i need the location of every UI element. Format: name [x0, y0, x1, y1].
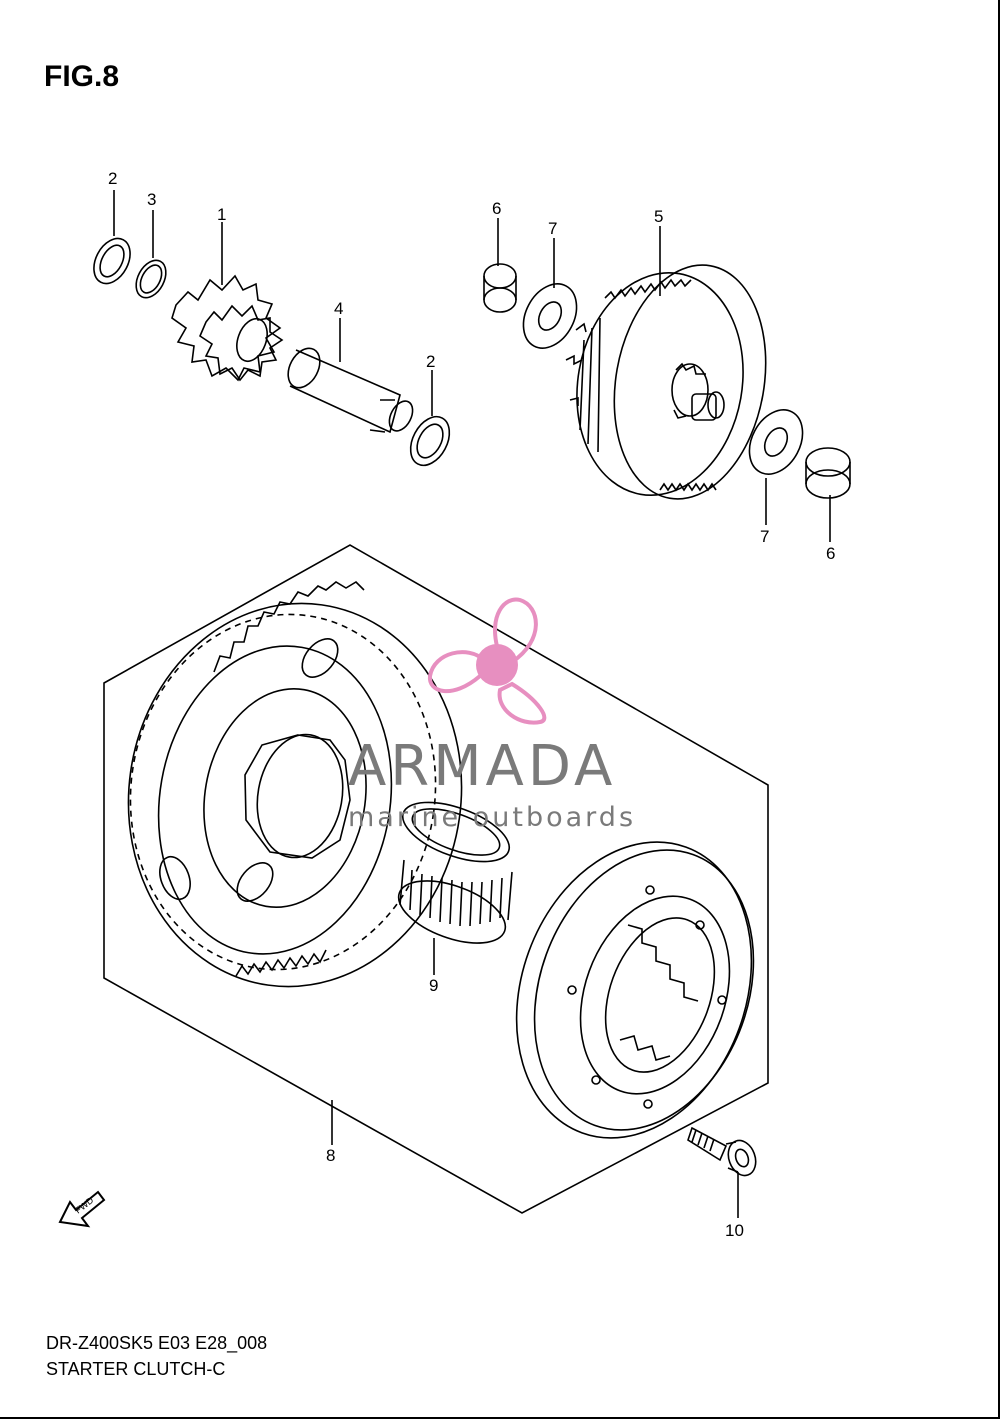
callout-6: 6	[492, 199, 501, 218]
part-6-bushing	[805, 447, 851, 499]
callout-7: 7	[760, 527, 769, 546]
callout-2: 2	[426, 352, 435, 371]
callout-10: 10	[725, 1221, 744, 1240]
callout-5: 5	[654, 207, 663, 226]
part-5-starter-gear	[565, 264, 767, 500]
part-2-washer	[93, 237, 131, 285]
fwd-arrow: FWD	[58, 1190, 106, 1228]
part-7-thrust-washer	[522, 283, 578, 349]
diagram-code: DR-Z400SK5 E03 E28_008	[46, 1333, 268, 1353]
part-8-one-way-clutch	[515, 841, 755, 1139]
watermark-brand: ARMADA	[348, 734, 616, 799]
part-10-bolt	[687, 1126, 757, 1177]
callout-9: 9	[429, 976, 438, 995]
watermark-tagline: marine outboards	[348, 802, 636, 833]
diagram-name: STARTER CLUTCH-C	[46, 1359, 226, 1379]
callout-1: 1	[217, 205, 226, 224]
armada-logo-watermark: ARMADA marine outboards	[348, 597, 636, 833]
part-9-needle-bearing	[397, 801, 513, 944]
part-2-washer	[409, 415, 451, 467]
part-3-circlip	[135, 259, 167, 299]
callout-6: 6	[826, 544, 835, 563]
callout-2: 2	[108, 169, 117, 188]
part-7-thrust-washer	[748, 409, 804, 475]
callout-3: 3	[147, 190, 156, 209]
part-1-idle-gear	[171, 274, 284, 382]
part-8-driven-gear	[127, 580, 463, 988]
part-4-shaft	[287, 347, 414, 434]
figure-title: FIG.8	[44, 60, 120, 93]
callout-7: 7	[548, 219, 557, 238]
callout-4: 4	[334, 299, 343, 318]
callout-8: 8	[326, 1146, 335, 1165]
assembly-outline	[103, 544, 769, 1214]
part-6-bushing	[483, 263, 517, 313]
propeller-icon	[427, 597, 547, 725]
